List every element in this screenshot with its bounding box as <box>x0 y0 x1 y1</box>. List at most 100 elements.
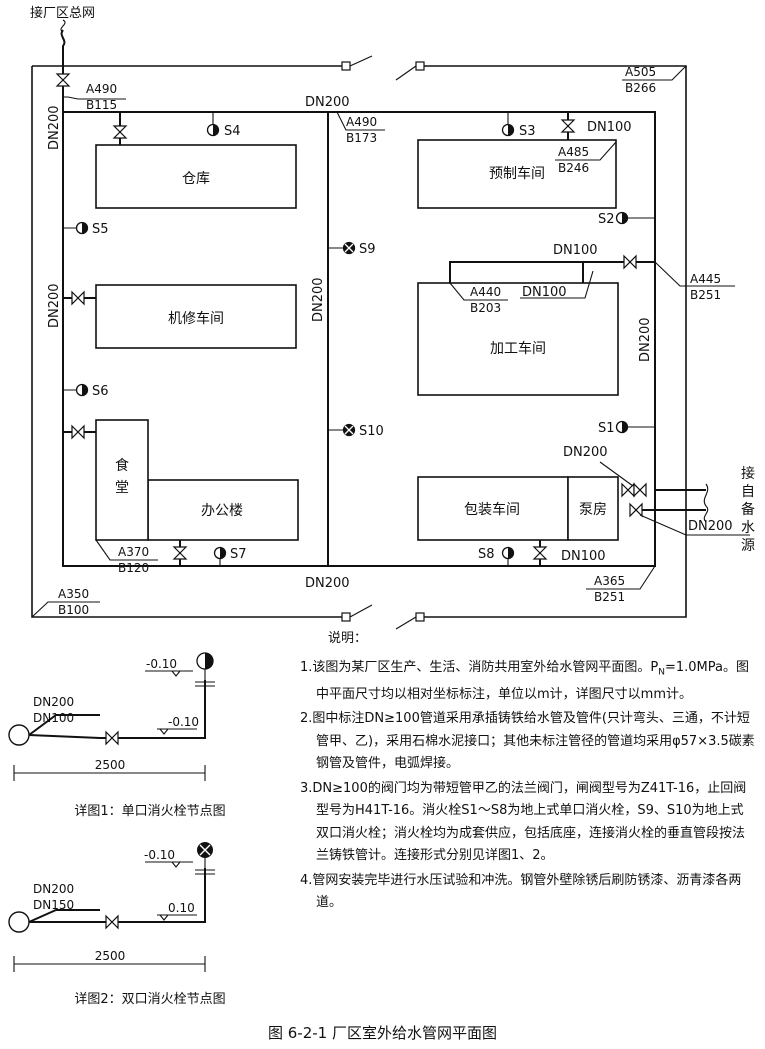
svg-text:DN200: DN200 <box>47 283 62 328</box>
svg-text:B251: B251 <box>690 288 721 302</box>
svg-text:DN200: DN200 <box>688 519 733 534</box>
svg-text:DN200: DN200 <box>47 105 62 150</box>
prefab-building <box>417 139 617 209</box>
repair-building <box>95 284 297 349</box>
svg-text:DN150: DN150 <box>33 898 74 912</box>
svg-text:DN100: DN100 <box>561 549 606 564</box>
svg-text:A445: A445 <box>690 272 721 286</box>
svg-text:S2: S2 <box>598 212 615 227</box>
svg-text:-0.10: -0.10 <box>168 715 199 729</box>
packing-building <box>417 476 569 541</box>
notes: 说明： 1.该图为某厂区生产、生活、消防共用室外给水管网平面图。PN=1.0MP… <box>300 628 755 917</box>
hydrant-s5: S5 <box>75 221 109 237</box>
figure-caption: 图 6-2-1 厂区室外给水管网平面图 <box>268 1024 497 1042</box>
svg-text:B115: B115 <box>86 98 117 112</box>
process-building <box>417 282 619 396</box>
detail-2: -0.10 0.10 DN200 DN150 2500 详图2：双口消火栓节点图 <box>8 842 226 1007</box>
svg-text:A370: A370 <box>118 545 149 559</box>
hydrants: S4 S3 S5 S6 S2 S1 S9 S10 S7 S8 <box>75 123 629 562</box>
svg-text:详图1：单口消火栓节点图: 详图1：单口消火栓节点图 <box>74 804 225 819</box>
svg-text:B246: B246 <box>558 161 589 175</box>
main-network-label: 接厂区总网 <box>30 5 95 21</box>
svg-text:详图2：双口消火栓节点图: 详图2：双口消火栓节点图 <box>74 992 225 1007</box>
svg-text:S4: S4 <box>224 124 241 139</box>
label-canteen-1: 食 <box>115 457 129 474</box>
svg-text:B203: B203 <box>470 301 501 315</box>
svg-text:B100: B100 <box>58 603 89 617</box>
svg-text:DN200: DN200 <box>311 277 326 322</box>
note-4: 4.管网安装完毕进行水压试验和冲洗。钢管外壁除锈后刷防锈漆、沥青漆各两道。 <box>300 872 742 911</box>
svg-text:S6: S6 <box>92 384 109 399</box>
svg-text:S10: S10 <box>359 424 384 439</box>
hydrant-s6: S6 <box>75 383 109 399</box>
hydrant-s1: S1 <box>598 420 629 436</box>
hydrant-s10: S10 <box>342 423 384 439</box>
svg-text:A490: A490 <box>346 115 377 129</box>
svg-text:源: 源 <box>741 538 755 554</box>
svg-text:2500: 2500 <box>95 949 126 963</box>
hydrant-s4: S4 <box>206 123 241 139</box>
hydrant-s9: S9 <box>342 241 376 257</box>
svg-text:DN200: DN200 <box>638 317 653 362</box>
office-building <box>147 479 299 541</box>
pump-building <box>567 476 619 541</box>
svg-text:S1: S1 <box>598 421 615 436</box>
label-packing: 包装车间 <box>464 501 520 518</box>
label-canteen-2: 堂 <box>115 480 129 496</box>
svg-text:A365: A365 <box>594 574 625 588</box>
svg-text:备: 备 <box>741 501 755 518</box>
detail-1: -0.10 -0.10 DN200 DN100 2500 详图1：单口消火栓节点… <box>8 652 226 819</box>
canteen-building <box>95 419 149 541</box>
svg-text:DN100: DN100 <box>587 120 632 135</box>
svg-text:S8: S8 <box>478 547 495 562</box>
svg-text:B120: B120 <box>118 561 149 575</box>
svg-text:S3: S3 <box>519 124 536 139</box>
svg-text:DN100: DN100 <box>553 243 598 258</box>
hydrant-s3: S3 <box>501 123 536 139</box>
label-prefab: 预制车间 <box>489 165 545 182</box>
svg-text:S9: S9 <box>359 242 376 257</box>
svg-text:2500: 2500 <box>95 758 126 772</box>
svg-text:A350: A350 <box>58 587 89 601</box>
pipe-size-labels: DN200 DN200 DN200 DN200 DN200 DN200 DN10… <box>47 95 750 591</box>
building-labels: 仓库 机修车间 食 堂 办公楼 预制车间 加工车间 包装车间 泵房 <box>115 165 607 519</box>
note-1: 1.该图为某厂区生产、生活、消防共用室外给水管网平面图。PN=1.0MPa。图中… <box>300 659 749 702</box>
backup-source-label: 接 自 备 水 源 <box>741 465 755 554</box>
svg-text:B173: B173 <box>346 131 377 145</box>
svg-text:A490: A490 <box>86 82 117 96</box>
notes-heading: 说明： <box>328 631 368 646</box>
svg-text:A485: A485 <box>558 145 589 159</box>
svg-text:水: 水 <box>741 520 755 536</box>
hydrant-s2: S2 <box>598 211 629 227</box>
label-repair: 机修车间 <box>168 310 224 327</box>
svg-text:DN200: DN200 <box>563 445 608 460</box>
warehouse-building <box>95 144 297 209</box>
hydrant-s7: S7 <box>213 546 247 562</box>
svg-text:DN200: DN200 <box>33 882 74 896</box>
svg-text:DN100: DN100 <box>33 711 74 725</box>
svg-text:接: 接 <box>741 465 755 482</box>
label-warehouse: 仓库 <box>182 171 210 187</box>
svg-text:0.10: 0.10 <box>168 901 195 915</box>
svg-text:DN200: DN200 <box>305 95 350 110</box>
label-office: 办公楼 <box>201 503 243 519</box>
hydrant-s8: S8 <box>478 546 515 562</box>
svg-text:DN200: DN200 <box>305 576 350 591</box>
svg-text:DN100: DN100 <box>522 285 567 300</box>
note-2: 2.图中标注DN≥100管道采用承插铸铁给水管及管件(只计弯头、三通，不计短管甲… <box>300 711 755 772</box>
svg-text:A505: A505 <box>625 65 656 79</box>
svg-text:-0.10: -0.10 <box>146 657 177 671</box>
svg-text:S7: S7 <box>230 547 247 562</box>
note-3: 3.DN≥100的阀门均为带短管甲乙的法兰阀门，闸阀型号为Z41T-16，止回阀… <box>300 780 747 864</box>
pipe-network <box>60 19 709 567</box>
